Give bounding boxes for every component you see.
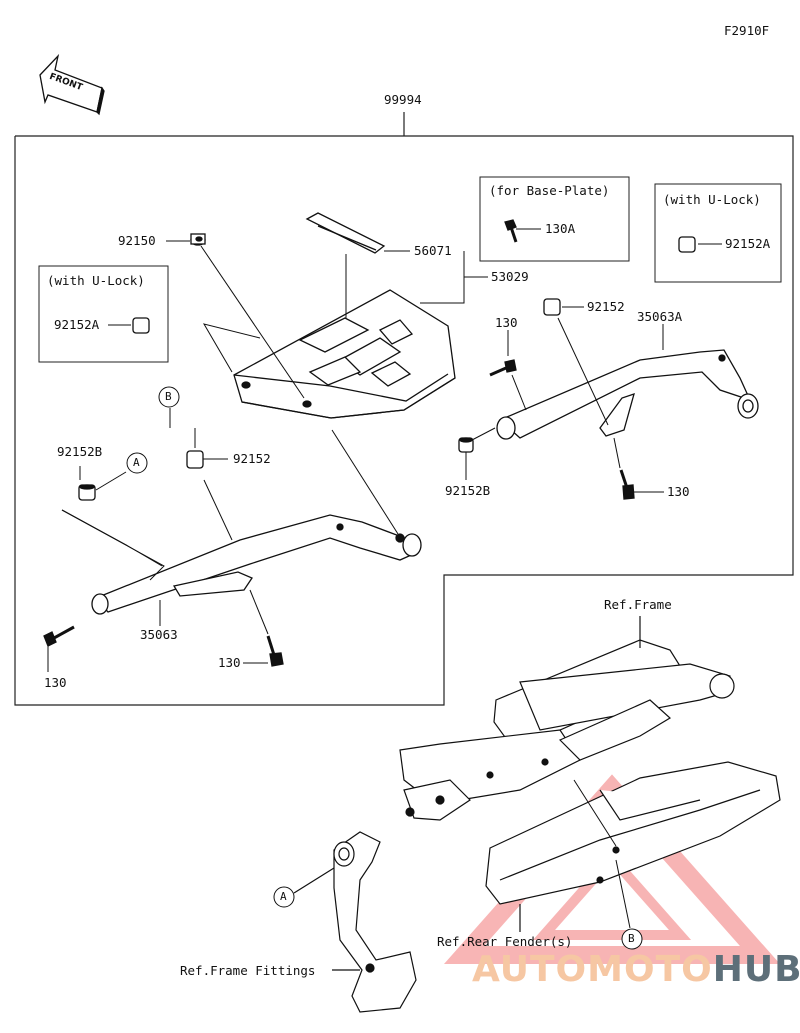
diagram-code: F2910F bbox=[724, 23, 770, 38]
frame-drawing bbox=[399, 616, 735, 821]
assembly-box bbox=[14, 112, 794, 706]
callout-a-upper: A bbox=[133, 456, 140, 469]
rear-fender-drawing bbox=[485, 761, 781, 932]
ref-frame-label: Ref.Frame bbox=[604, 597, 672, 612]
bolt-130-right-icon bbox=[619, 469, 635, 500]
pad-56071-icon bbox=[305, 212, 386, 254]
label-130-right: 130 bbox=[667, 484, 690, 499]
spacer-92152-right-icon bbox=[543, 298, 561, 316]
callout-b-upper: B bbox=[165, 390, 172, 403]
bolt-130A-icon bbox=[504, 219, 518, 243]
part-drawings bbox=[43, 212, 759, 667]
label-92152A-right: 92152A bbox=[725, 236, 771, 251]
label-56071: 56071 bbox=[414, 243, 452, 258]
callout-circles bbox=[126, 386, 643, 950]
base-plate-note: (for Base-Plate) bbox=[489, 183, 610, 198]
label-130-upper: 130 bbox=[495, 315, 518, 330]
bolt-130-lower-left-icon bbox=[43, 625, 75, 647]
u-lock-box-left bbox=[38, 265, 169, 363]
callout-a-lower-circle bbox=[273, 886, 295, 908]
bracket-35063A-icon bbox=[496, 349, 759, 440]
bracket-35063-icon bbox=[91, 514, 422, 615]
bolt-130-lower-mid-icon bbox=[266, 635, 284, 667]
front-arrow-icon bbox=[39, 53, 105, 116]
ref-frame-fittings-label: Ref.Frame Fittings bbox=[180, 963, 316, 978]
watermark-part2: HUB bbox=[712, 949, 800, 990]
label-92152A-left: 92152A bbox=[54, 317, 100, 332]
ref-rear-fender-label: Ref.Rear Fender(s) bbox=[437, 934, 573, 949]
callout-b-lower-circle bbox=[621, 928, 643, 950]
u-lock-note-right: (with U-Lock) bbox=[663, 192, 761, 207]
spacer-92152A-left-icon bbox=[132, 317, 150, 334]
bolt-130-upper-icon bbox=[489, 359, 517, 377]
base-plate-53029-icon bbox=[233, 289, 456, 419]
label-35063A: 35063A bbox=[637, 309, 683, 324]
spacer-92152B-right-icon bbox=[458, 437, 474, 453]
callout-a-upper-circle bbox=[126, 452, 148, 474]
grommet-92150-icon bbox=[190, 233, 206, 246]
base-plate-box bbox=[479, 176, 630, 262]
label-35063: 35063 bbox=[140, 627, 178, 642]
label-130-lower-mid: 130 bbox=[218, 655, 241, 670]
callout-b-upper-circle bbox=[158, 386, 180, 408]
label-53029: 53029 bbox=[491, 269, 529, 284]
label-92150: 92150 bbox=[118, 233, 156, 248]
spacer-92152A-right-icon bbox=[678, 236, 696, 253]
lower-leader-lines bbox=[573, 779, 631, 929]
u-lock-box-right bbox=[654, 183, 782, 283]
assembly-number: 99994 bbox=[384, 92, 422, 107]
frame-fittings-drawing bbox=[293, 831, 417, 1013]
label-130-lower-left: 130 bbox=[44, 675, 67, 690]
callout-a-lower: A bbox=[280, 890, 287, 903]
leader-lines bbox=[47, 228, 722, 672]
watermark-part1: AUTOMOTO bbox=[472, 949, 713, 990]
label-130A: 130A bbox=[545, 221, 576, 236]
label-92152-right: 92152 bbox=[587, 299, 625, 314]
label-92152-left: 92152 bbox=[233, 451, 271, 466]
watermark-text: AUTOMOTOHUB bbox=[472, 950, 800, 990]
spacer-92152-left-icon bbox=[186, 450, 204, 469]
label-92152B-right: 92152B bbox=[445, 483, 491, 498]
spacer-92152B-left-icon bbox=[78, 484, 96, 501]
callout-b-lower: B bbox=[628, 932, 635, 945]
u-lock-note-left: (with U-Lock) bbox=[47, 273, 145, 288]
label-92152B-left: 92152B bbox=[57, 444, 103, 459]
